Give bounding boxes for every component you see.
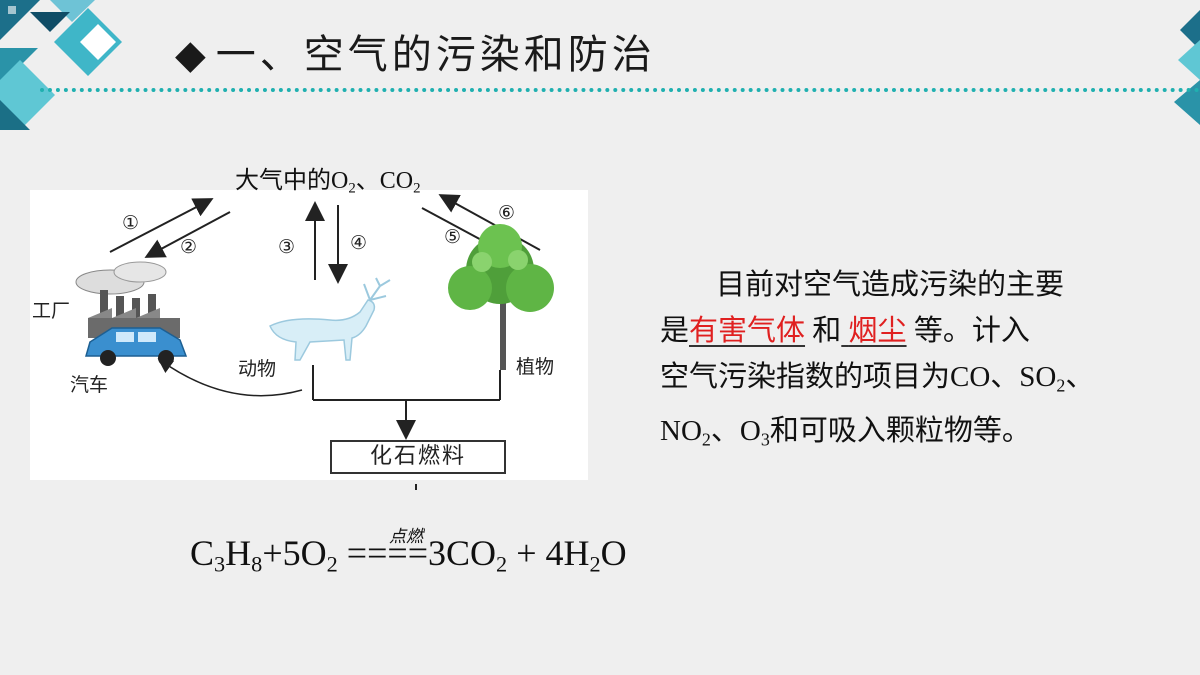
factory-icon xyxy=(75,261,180,338)
paragraph-line-2: 是有害气体 和 烟尘 等。计入 xyxy=(660,315,1030,347)
chemical-equation: C3H8+5O2 ====3CO2 + 4H2O xyxy=(190,533,627,577)
arrow-number-3: ③ xyxy=(278,236,296,258)
tree-icon xyxy=(448,224,554,370)
arrow-number-6: ⑥ xyxy=(498,202,516,224)
arrow-number-4: ④ xyxy=(350,232,368,254)
deer-icon xyxy=(269,277,391,361)
corner-decoration-left xyxy=(0,0,122,130)
arrow-animal-to-car xyxy=(157,358,303,397)
factory-label: 工厂 xyxy=(32,300,71,322)
answer-blank-2: 烟尘 xyxy=(848,315,907,347)
arrow-1 xyxy=(109,198,214,253)
animal-label: 动物 xyxy=(238,358,277,380)
dotted-divider xyxy=(40,88,1200,92)
diamond-bullet-icon: ◆ xyxy=(175,32,210,78)
diagram-graphics xyxy=(75,194,554,490)
cycle-diagram: 大气中的O2、CO2 xyxy=(30,150,600,490)
arrow-2 xyxy=(144,211,231,258)
corner-decoration-right xyxy=(1174,10,1200,125)
arrow-6 xyxy=(438,194,541,251)
paragraph-line-1: 目前对空气造成污染的主要 xyxy=(716,269,1065,301)
pollution-paragraph: 目前对空气造成污染的主要 是有害气体 和 烟尘 等。计入 空气污染指数的项目为C… xyxy=(660,262,1180,463)
plant-label: 植物 xyxy=(516,356,555,378)
paragraph-line-4: NO2、O3和可吸入颗粒物等。 xyxy=(660,415,1031,450)
car-label: 汽车 xyxy=(70,374,109,396)
paragraph-line-3: 空气污染指数的项目为CO、SO2、 xyxy=(660,361,1095,396)
page-title: ◆一、空气的污染和防治 xyxy=(175,22,656,80)
answer-blank-1: 有害气体 xyxy=(689,315,806,347)
atmosphere-label: 大气中的O2、CO2 xyxy=(235,168,421,197)
fossil-fuel-box: 化石燃料 xyxy=(330,440,506,474)
title-text: 一、空气的污染和防治 xyxy=(215,32,656,78)
reaction-condition: 点燃 xyxy=(389,527,423,547)
arrow-number-2: ② xyxy=(180,236,198,258)
arrow-number-1: ① xyxy=(122,212,140,234)
arrow-number-5: ⑤ xyxy=(444,226,462,248)
